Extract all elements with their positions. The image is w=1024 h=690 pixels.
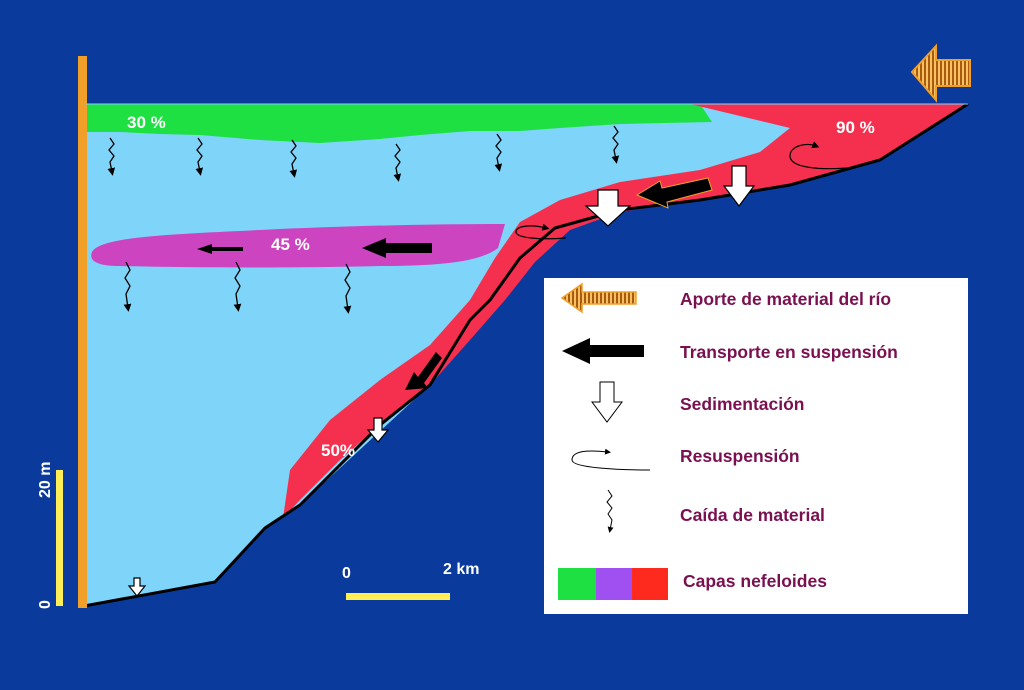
vertical-scale-zero: 0 bbox=[37, 600, 54, 609]
legend: Aporte de material del río Transporte en… bbox=[544, 278, 968, 614]
legend-label-sedimentation: Sedimentación bbox=[680, 394, 804, 414]
suspension-arrows bbox=[197, 177, 713, 390]
legend-label-river-input: Aporte de material del río bbox=[680, 289, 891, 309]
falling-material-group-surface bbox=[107, 125, 620, 182]
sedimentation-arrow-icon bbox=[591, 381, 623, 423]
surface-percentage-label: 30 % bbox=[127, 113, 166, 132]
surface-nepheloid-layer bbox=[86, 104, 712, 143]
nepheloid-swatches-icon bbox=[558, 568, 668, 600]
legend-label-nepheloid-layers: Capas nefeloides bbox=[683, 571, 827, 591]
river-input-arrow-icon bbox=[560, 282, 637, 314]
vertical-scale-bar bbox=[56, 470, 63, 606]
vertical-axis bbox=[78, 56, 87, 608]
legend-box bbox=[544, 278, 968, 614]
seabed-profile bbox=[83, 102, 969, 608]
legend-label-falling-material: Caída de material bbox=[680, 505, 825, 525]
mid-nepheloid-layer bbox=[91, 224, 506, 268]
river-input-arrow-icon bbox=[910, 43, 971, 103]
vertical-scale-label: 20 m bbox=[37, 462, 54, 498]
bottom-nepheloid-layer bbox=[283, 104, 968, 518]
slope-percentage-label: 50% bbox=[321, 441, 355, 460]
horizontal-scale-zero: 0 bbox=[342, 565, 351, 582]
falling-material-group-mid bbox=[123, 261, 352, 314]
legend-label-resuspension: Resuspensión bbox=[680, 446, 800, 466]
resuspension-curls bbox=[515, 141, 849, 240]
suspension-arrow-icon bbox=[562, 338, 644, 364]
legend-label-suspension: Transporte en suspensión bbox=[680, 342, 898, 362]
mid-percentage-label: 45 % bbox=[271, 235, 310, 254]
sedimentation-arrows bbox=[127, 165, 756, 597]
river-percentage-label: 90 % bbox=[836, 118, 875, 137]
swatch-purple bbox=[596, 568, 632, 600]
horizontal-scale-bar bbox=[346, 593, 450, 600]
swatch-red bbox=[632, 568, 668, 600]
swatch-green bbox=[558, 568, 596, 600]
resuspension-curl-icon bbox=[571, 448, 651, 471]
falling-material-icon bbox=[606, 489, 614, 533]
horizontal-scale-label: 2 km bbox=[443, 561, 479, 578]
